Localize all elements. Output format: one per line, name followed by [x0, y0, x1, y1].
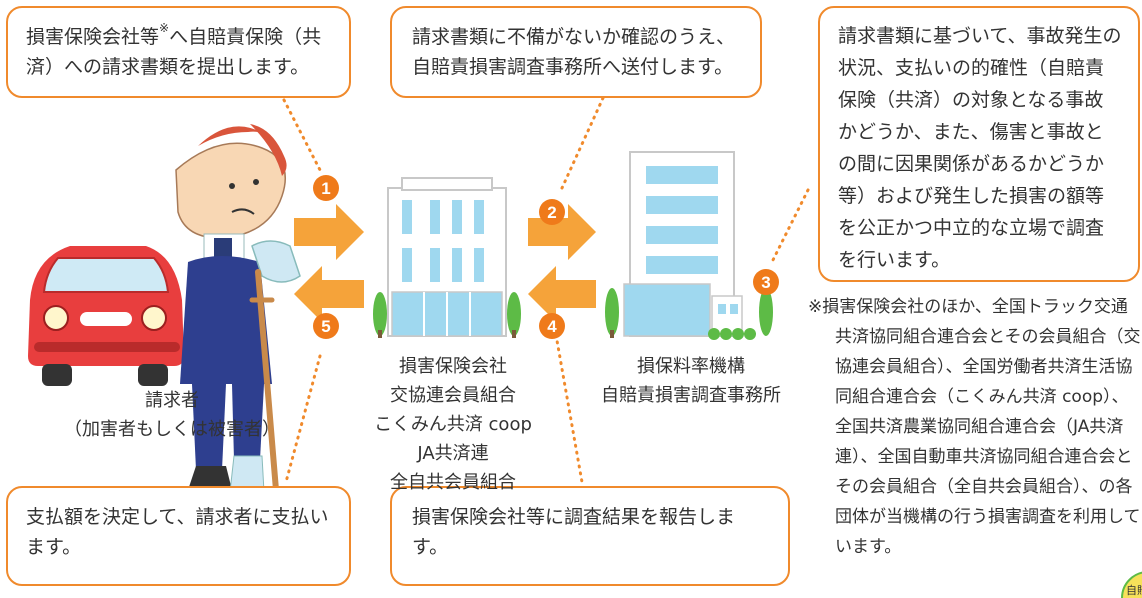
svg-text:3: 3 [761, 273, 770, 292]
arrow-step4-left [528, 266, 596, 322]
arrow-step5-left [294, 266, 364, 322]
connector-step3 [770, 188, 810, 264]
svg-text:4: 4 [547, 317, 557, 336]
svg-text:5: 5 [321, 317, 330, 336]
step1-text: 損害保険会社等※へ自賠責保険（共済）への請求書類を提出します。 [26, 21, 322, 78]
step-badge-5: 5 [313, 313, 339, 339]
insurer-building-illustration [373, 177, 521, 338]
office-label-line2: 自賠責損害調査事務所 [601, 385, 781, 406]
insurer-label-line: 交協連会員組合 [390, 385, 516, 406]
insurer-label-line: JA共済連 [417, 443, 489, 464]
step5-callout: 支払額を決定して、請求者に支払います。 [6, 486, 351, 586]
step2-callout: 請求書類に不備がないか確認のうえ、自賠責損害調査事務所へ送付します。 [390, 6, 762, 98]
arrow-step1-right [294, 204, 364, 260]
claimant-label-line2: （加害者もしくは被害者） [64, 419, 280, 440]
step5-text: 支払額を決定して、請求者に支払います。 [26, 506, 329, 558]
office-label-line1: 損保料率機構 [637, 356, 745, 377]
connector-step1 [282, 98, 322, 172]
step1-callout: 損害保険会社等※へ自賠責保険（共済）への請求書類を提出します。 [6, 6, 351, 98]
connector-step5 [284, 354, 322, 484]
step4-text: 損害保険会社等に調査結果を報告します。 [412, 506, 736, 558]
office-building-illustration [605, 151, 773, 340]
insurer-label-line: 全自共会員組合 [390, 472, 516, 493]
corner-badge: 自賠 [1121, 571, 1142, 598]
insurer-label-line: こくみん共済 coop [374, 414, 532, 435]
insurer-label: 損害保険会社 交協連会員組合 こくみん共済 coop JA共済連 全自共会員組合 [346, 352, 560, 497]
footnote-text: ※損害保険会社のほか、全国トラック交通共済協同組合連合会とその会員組合（交協連会… [808, 297, 1141, 557]
claimant-illustration [175, 124, 301, 493]
claimant-label-line1: 請求者 [145, 390, 199, 411]
step-badge-3: 3 [753, 269, 779, 295]
step-badge-4: 4 [539, 313, 565, 339]
office-label: 損保料率機構 自賠責損害調査事務所 [586, 352, 796, 410]
connector-step2 [560, 96, 605, 190]
step2-text: 請求書類に不備がないか確認のうえ、自賠責損害調査事務所へ送付します。 [412, 26, 736, 78]
footnote: ※損害保険会社のほか、全国トラック交通共済協同組合連合会とその会員組合（交協連会… [808, 292, 1142, 562]
svg-text:1: 1 [321, 179, 330, 198]
footnote-mark: ※ [159, 21, 170, 35]
step4-callout: 損害保険会社等に調査結果を報告します。 [390, 486, 790, 586]
claimant-label: 請求者 （加害者もしくは被害者） [56, 386, 288, 444]
car-illustration [28, 246, 184, 386]
svg-text:2: 2 [547, 203, 556, 222]
step-badge-2: 2 [539, 199, 565, 225]
step3-callout: 請求書類に基づいて、事故発生の状況、支払いの的確性（自賠責保険（共済）の対象とな… [818, 6, 1140, 282]
insurer-label-line: 損害保険会社 [399, 356, 507, 377]
step3-text: 請求書類に基づいて、事故発生の状況、支払いの的確性（自賠責保険（共済）の対象とな… [838, 25, 1122, 271]
dotted-connectors [282, 96, 810, 484]
step-badge-1: 1 [313, 175, 339, 201]
svg-text:自賠: 自賠 [1126, 583, 1142, 597]
